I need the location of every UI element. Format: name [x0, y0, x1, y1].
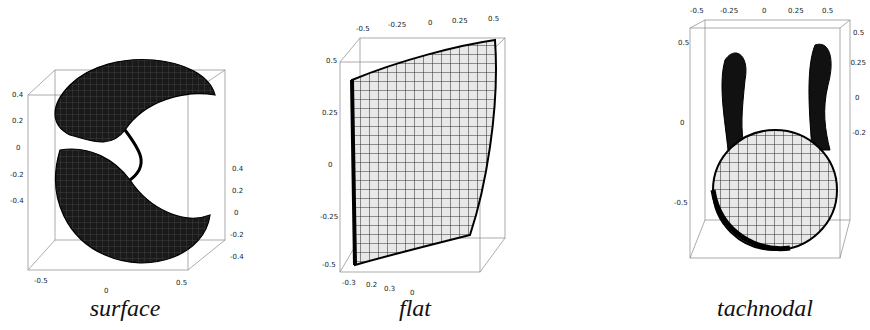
axis-tick-label: -0.25	[720, 8, 738, 15]
axis-tick-label: 0	[328, 162, 332, 169]
axis-tick-label: 0	[428, 20, 432, 27]
axis-tick-label: 0.4	[232, 166, 243, 173]
axis-tick-label: 0.5	[678, 40, 689, 47]
axis-tick-label: 0.5	[822, 8, 833, 15]
axis-tick-label: 0.25	[322, 110, 338, 117]
axis-tick-label: 0.4	[12, 92, 23, 99]
axis-tick-label: -0.5	[690, 8, 704, 15]
axis-tick-label: -0.25	[320, 214, 338, 221]
axis-tick-label: -0.25	[388, 22, 406, 29]
panel-caption: surface	[90, 296, 161, 320]
axis-tick-label: 0.3	[384, 286, 395, 293]
axis-tick-label: -0.5	[674, 200, 688, 207]
axis-tick-label: 0	[16, 145, 20, 152]
axis-tick-label: 0.2	[366, 282, 377, 289]
axis-tick-label: -0.5	[356, 26, 370, 33]
axis-tick-label: -0.2	[230, 232, 244, 239]
axis-tick-label: 0.25	[788, 8, 804, 15]
axis-tick-label: 0	[680, 120, 684, 127]
axis-tick-label: 0.5	[326, 58, 337, 65]
axis-tick-label: 0.5	[176, 280, 187, 287]
axis-tick-label: 0.25	[850, 60, 866, 67]
axis-tick-label: -0.5	[322, 262, 336, 269]
axis-tick-label: 0	[762, 8, 766, 15]
axis-tick-label: 0	[104, 288, 108, 295]
axis-tick-label: -0.2	[10, 172, 24, 179]
axis-tick-label: -0.3	[342, 280, 356, 287]
axis-tick-label: 0	[234, 210, 238, 217]
panel-caption: flat	[399, 296, 431, 320]
panel-caption: tachnodal	[717, 296, 813, 320]
axis-tick-label: 0.5	[488, 16, 499, 23]
axis-tick-label: -0.2	[852, 130, 866, 137]
axis-tick-label: 0	[855, 95, 859, 102]
axis-tick-label: 0.5	[853, 30, 864, 37]
axis-tick-label: 0.2	[232, 188, 243, 195]
axis-tick-label: -0.5	[34, 278, 48, 285]
axis-tick-label: 0.2	[12, 118, 23, 125]
axis-tick-label: -0.4	[10, 198, 24, 205]
axis-tick-label: -0.4	[230, 254, 244, 261]
axis-tick-label: 0.25	[452, 18, 468, 25]
